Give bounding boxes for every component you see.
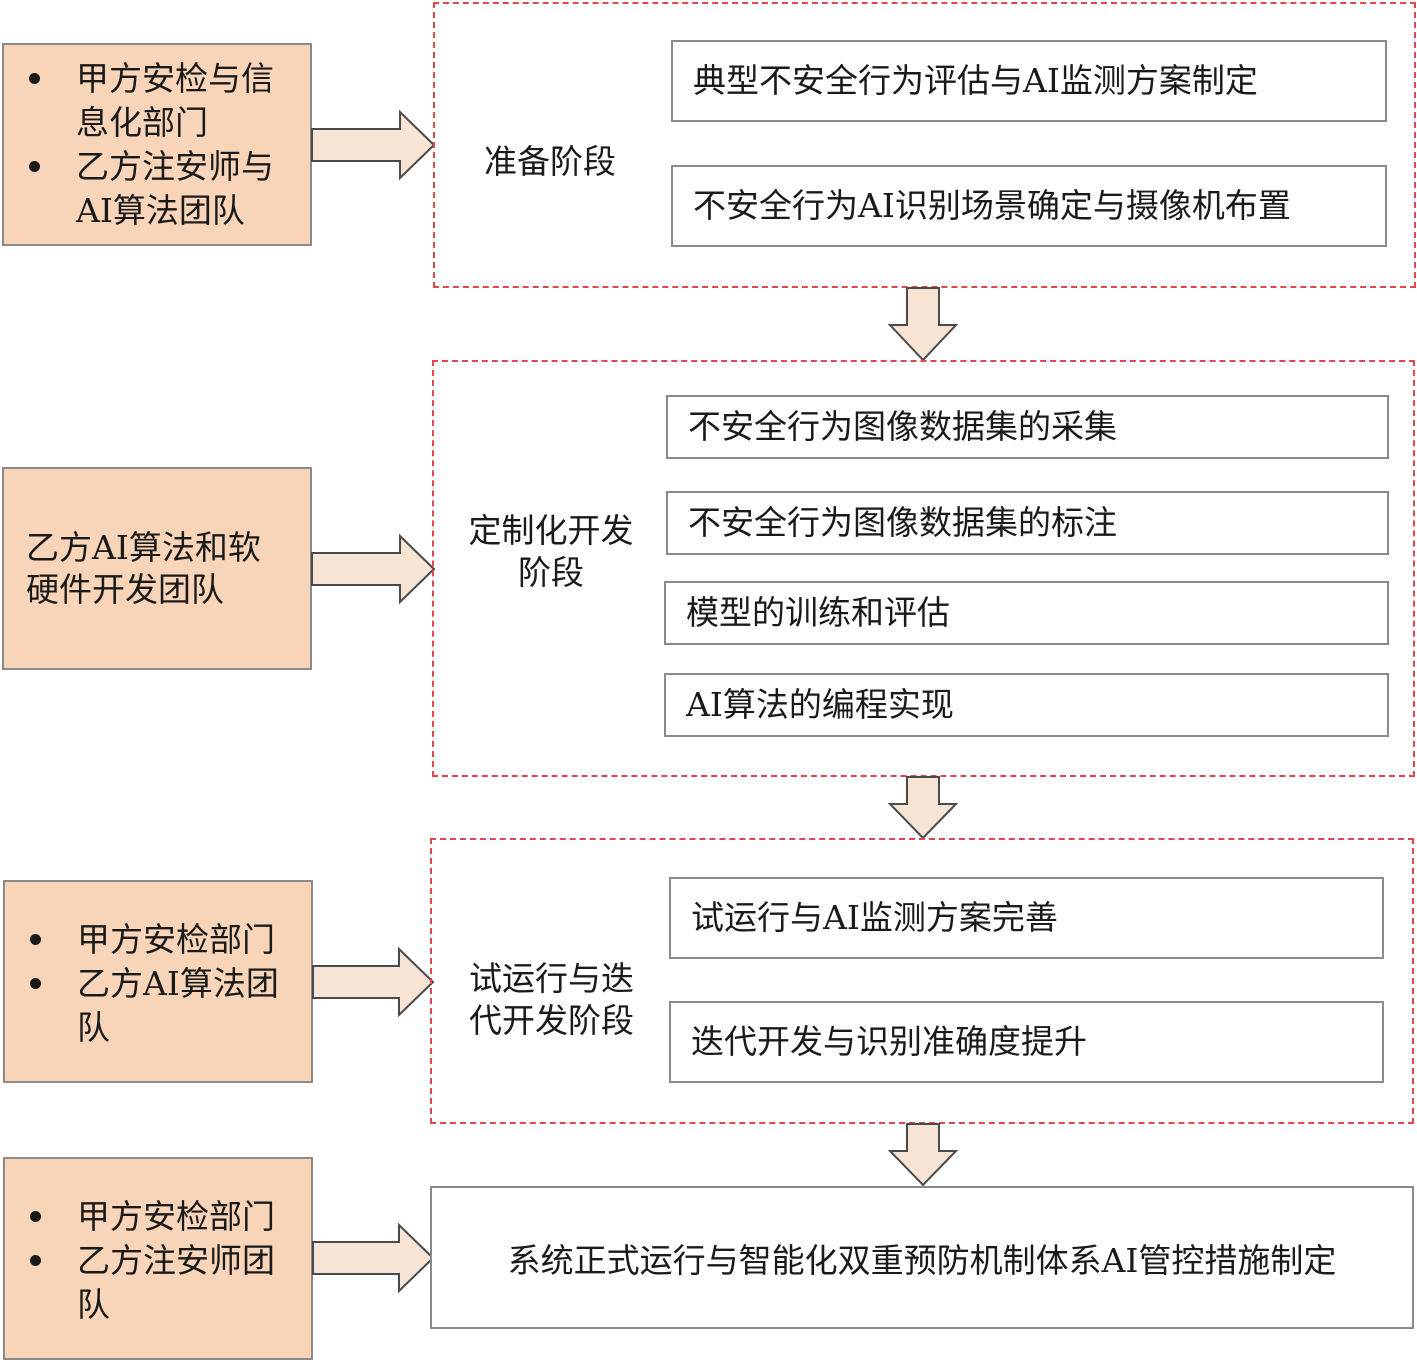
bullet-icon (30, 934, 41, 945)
stage-label: 定制化开发阶段 (468, 511, 634, 592)
task-box: AI算法的编程实现 (664, 673, 1389, 737)
team-member-label: 乙方注安师团队 (77, 1241, 275, 1324)
team-box-trial-run: 甲方安检部门 乙方AI算法团队 (3, 880, 313, 1083)
task-box: 试运行与AI监测方案完善 (669, 877, 1384, 959)
team-member-item: 甲方安检与信息化部门 (4, 57, 296, 145)
right-arrow-icon (312, 946, 435, 1018)
task-box: 模型的训练和评估 (664, 581, 1389, 645)
bullet-icon (30, 978, 41, 989)
bullet-icon (29, 161, 40, 172)
team-box-custom-dev: 乙方AI算法和软硬件开发团队 (2, 467, 312, 670)
team-member-label: 甲方安检部门 (77, 920, 275, 959)
team-member-label: 甲方安检部门 (77, 1197, 275, 1236)
right-arrow-icon (311, 533, 436, 605)
team-label: 乙方AI算法和软硬件开发团队 (26, 528, 261, 609)
task-box: 不安全行为图像数据集的标注 (666, 491, 1389, 555)
stage-label: 准备阶段 (484, 142, 616, 181)
task-box: 不安全行为AI识别场景确定与摄像机布置 (671, 165, 1387, 247)
team-box-preparation: 甲方安检与信息化部门 乙方注安师与AI算法团队 (2, 43, 312, 246)
stage-label: 试运行与迭代开发阶段 (469, 959, 634, 1040)
task-box: 典型不安全行为评估与AI监测方案制定 (671, 40, 1387, 122)
team-member-label: 乙方注安师与AI算法团队 (76, 147, 274, 230)
team-box-formal-operation: 甲方安检部门 乙方注安师团队 (3, 1157, 313, 1360)
task-box: 迭代开发与识别准确度提升 (669, 1001, 1384, 1083)
team-member-item: 甲方安检部门 (5, 1195, 297, 1239)
down-arrow-icon (887, 776, 959, 840)
team-member-item: 乙方注安师团队 (5, 1239, 297, 1327)
bullet-icon (30, 1211, 41, 1222)
team-member-item: 乙方注安师与AI算法团队 (4, 145, 296, 233)
team-member-item: 甲方安检部门 (5, 918, 297, 962)
down-arrow-icon (887, 287, 959, 362)
bullet-icon (30, 1255, 41, 1266)
team-member-item: 乙方AI算法团队 (5, 962, 297, 1050)
down-arrow-icon (887, 1123, 959, 1187)
team-member-label: 乙方AI算法团队 (77, 964, 279, 1047)
right-arrow-icon (311, 109, 436, 181)
right-arrow-icon (312, 1222, 435, 1294)
team-member-label: 甲方安检与信息化部门 (76, 59, 274, 142)
task-box: 不安全行为图像数据集的采集 (666, 395, 1389, 459)
bullet-icon (29, 73, 40, 84)
final-stage-box: 系统正式运行与智能化双重预防机制体系AI管控措施制定 (430, 1186, 1414, 1329)
